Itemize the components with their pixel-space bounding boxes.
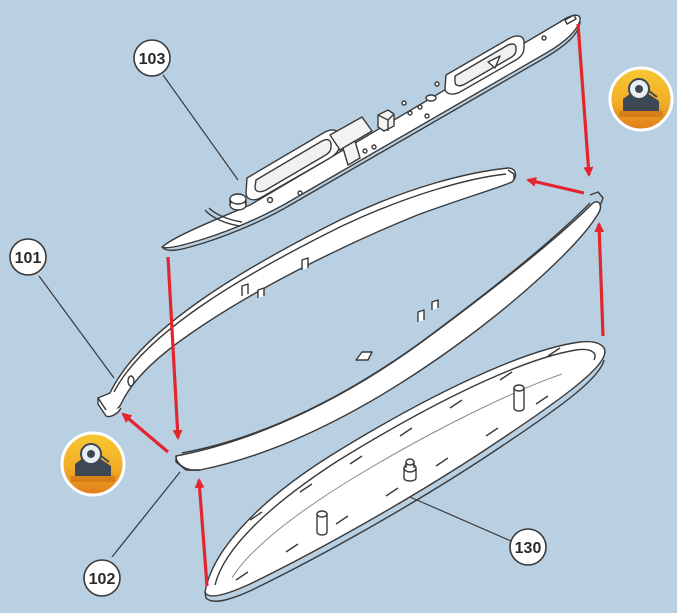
side-right-part	[175, 191, 604, 471]
callout-101: 101	[9, 238, 47, 276]
arrow-deck-to-side-right	[166, 256, 183, 440]
arrow-hull-stern-up	[594, 222, 605, 337]
callout-103: 103	[133, 39, 171, 77]
deck-part	[161, 14, 581, 252]
arrow-hull-bow-up	[194, 478, 209, 587]
callout-label: 102	[89, 571, 116, 588]
callout-130: 130	[509, 528, 547, 566]
tape-dispenser-icon	[608, 66, 674, 132]
assembly-arrows	[121, 23, 605, 587]
callout-label: 130	[515, 540, 542, 557]
arrow-side-right-stern-to-side-left	[526, 176, 585, 195]
tape-dispenser-icon	[60, 431, 126, 497]
arrow-side-right-to-side-left	[121, 412, 170, 454]
side-left-part	[97, 167, 517, 418]
callout-102: 102	[83, 559, 121, 597]
callout-label: 103	[139, 51, 166, 68]
hull-bottom-part	[204, 340, 606, 602]
leader-lines	[38, 74, 512, 558]
arrow-deck-stern-down	[576, 23, 594, 177]
callout-label: 101	[15, 250, 42, 267]
